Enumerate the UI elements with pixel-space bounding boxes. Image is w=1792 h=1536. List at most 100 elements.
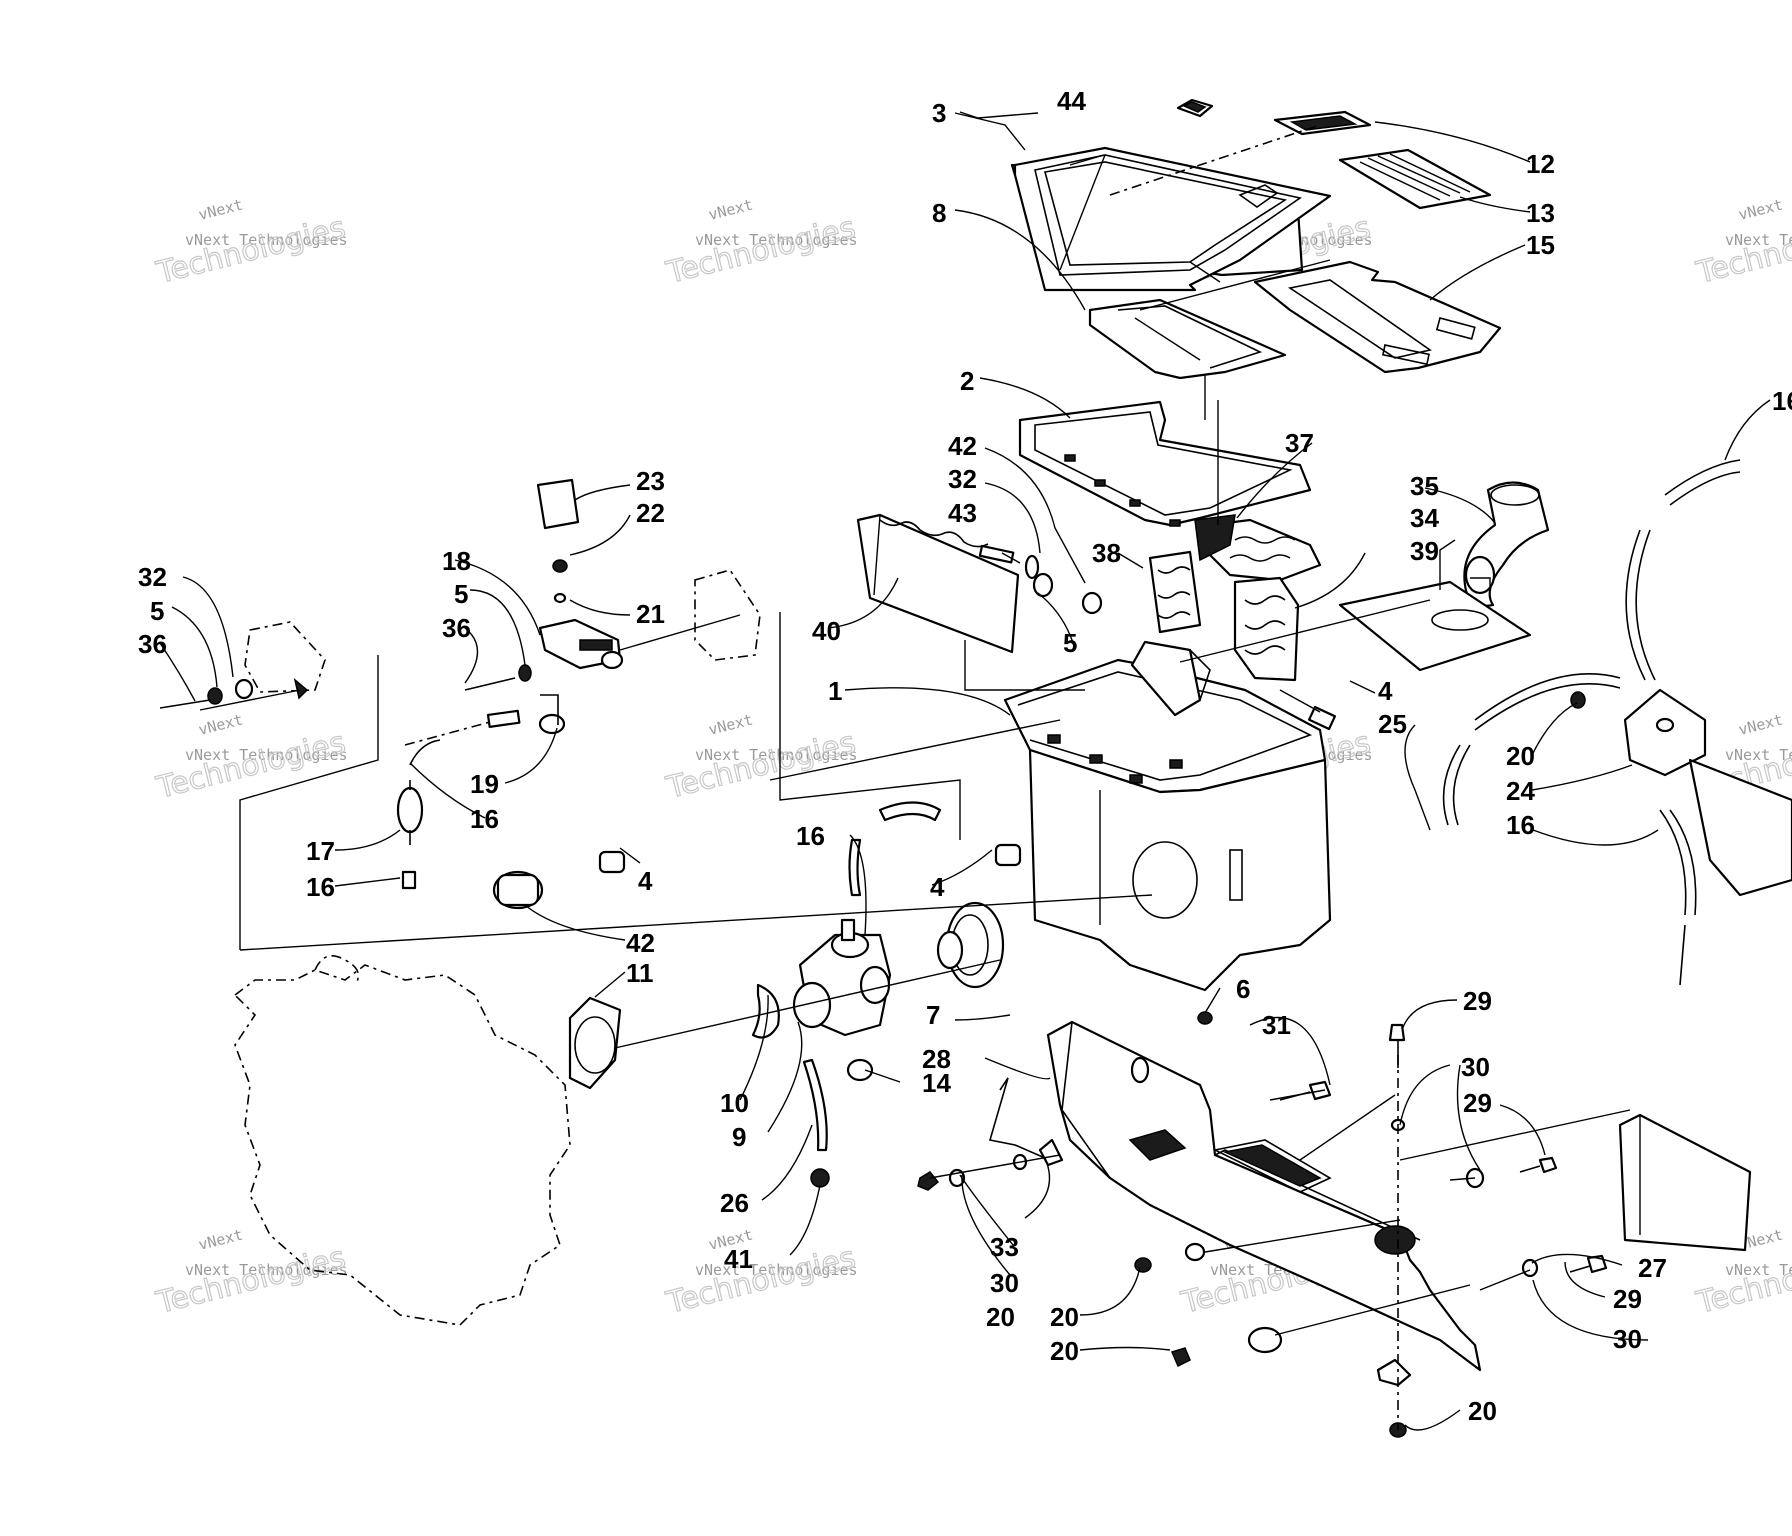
nut-41	[810, 1168, 830, 1188]
hose-16-curve	[848, 838, 862, 897]
hardware-43-32-5	[978, 544, 1103, 615]
svg-text:Technologies: Technologies	[662, 1240, 858, 1321]
callout: 20	[1050, 1336, 1079, 1366]
hose-26	[802, 1058, 828, 1152]
mount-bracket-left	[159, 621, 326, 709]
fuel-pump-24	[1623, 688, 1792, 897]
callout: 4	[930, 872, 945, 902]
reference-lines	[199, 124, 1631, 1430]
callout: 16	[796, 821, 825, 851]
callout: 37	[1285, 428, 1314, 458]
callout: 30	[1461, 1052, 1490, 1082]
airbox-tray-2	[1018, 400, 1312, 527]
hose-16-right-low2	[1669, 809, 1697, 916]
callout: 39	[1410, 536, 1439, 566]
hose-25-c	[1474, 673, 1621, 721]
hose-16-right-low	[1659, 809, 1687, 916]
callout: 43	[948, 498, 977, 528]
callout: 42	[948, 431, 977, 461]
clamp-10	[751, 983, 780, 1039]
spacer-42	[492, 870, 544, 910]
foam-40	[856, 513, 1020, 654]
hose-16-left	[409, 739, 441, 766]
callout: 30	[1613, 1324, 1642, 1354]
svg-text:vNext Technologies: vNext Technologies	[185, 231, 348, 249]
foam-38	[1148, 550, 1202, 634]
engine-outline	[233, 964, 571, 1326]
callout: 31	[1262, 1010, 1291, 1040]
callout: 23	[636, 466, 665, 496]
filter-8	[1088, 298, 1287, 380]
bolt-29a	[1388, 1023, 1406, 1042]
hose-16-small	[401, 870, 417, 890]
watermark: vNext vNext Technologies Technologies	[662, 710, 860, 806]
hose-16-mid	[878, 801, 942, 822]
decal-44-fill	[1182, 101, 1207, 113]
part-14	[846, 1058, 874, 1082]
callout: 20	[1468, 1396, 1497, 1426]
plate-34	[1338, 580, 1532, 672]
washer-20c	[1184, 1242, 1206, 1262]
svg-text:vNext Technologies: vNext Technologies	[1725, 231, 1792, 249]
svg-text:vNext Technologies: vNext Technologies	[695, 1261, 858, 1279]
elbow-35	[1463, 481, 1550, 607]
svg-text:vNext: vNext	[197, 195, 245, 223]
callout: 1	[828, 676, 842, 706]
stud-4	[1307, 705, 1337, 731]
parts	[159, 98, 1792, 1438]
hose-25-f	[1452, 744, 1471, 826]
callout: 35	[1410, 471, 1439, 501]
hose-25-b	[1635, 529, 1656, 681]
airbox-lid-3	[1010, 146, 1332, 292]
svg-text:vNext Technologies: vNext Technologies	[1725, 746, 1792, 764]
svg-text:Technologies: Technologies	[152, 725, 348, 806]
nut-20d	[1170, 1347, 1191, 1368]
callout: 16	[470, 804, 499, 834]
callout: 22	[636, 498, 665, 528]
callout: 44	[1057, 86, 1086, 116]
watermark: vNext vNext Technologies Technologies	[662, 1225, 860, 1321]
block-27	[1618, 1113, 1752, 1252]
hose-25-e	[1442, 744, 1461, 826]
hose-16-right-top2	[1669, 471, 1741, 506]
callout: 21	[636, 599, 665, 629]
decal-12	[1273, 110, 1372, 136]
callout: 2	[960, 366, 974, 396]
watermark: vNext vNext Technologies Technologies	[152, 1225, 350, 1321]
callout: 24	[1506, 776, 1535, 806]
bracket-18	[538, 618, 624, 670]
svg-text:vNext: vNext	[707, 195, 755, 223]
spacer-4a	[598, 850, 626, 874]
callout: 3	[932, 98, 946, 128]
dashed-block	[694, 569, 761, 661]
watermark: vNext vNext Technologies Technologies	[152, 710, 350, 806]
bolt-29c	[1569, 1265, 1591, 1273]
callout: 36	[442, 613, 471, 643]
callout: 29	[1463, 1088, 1492, 1118]
callout: 20	[1506, 741, 1535, 771]
callout: 4	[638, 866, 653, 896]
callout: 40	[812, 616, 841, 646]
hose-25-d	[1474, 683, 1621, 731]
callout: 29	[1613, 1284, 1642, 1314]
hose-16-right-tail	[1679, 924, 1686, 986]
svg-text:Technologies: Technologies	[662, 210, 858, 291]
watermark: vNext vNext Technologies Technologies	[152, 195, 350, 291]
spacer-4b	[994, 843, 1022, 867]
callout: 29	[1463, 986, 1492, 1016]
callout: 17	[306, 836, 335, 866]
foam-37	[1194, 514, 1322, 582]
bracket-33	[988, 1077, 1064, 1171]
nut-22	[552, 559, 568, 573]
callout: 32	[138, 562, 167, 592]
svg-text:vNext Technologies: vNext Technologies	[185, 1261, 348, 1279]
callout: 12	[1526, 149, 1555, 179]
washer-21	[553, 592, 567, 604]
callout: 15	[1526, 230, 1555, 260]
nut-20b	[1134, 1257, 1152, 1273]
callout: 16	[1506, 810, 1535, 840]
decal-13	[1338, 148, 1492, 210]
callout: 10	[720, 1088, 749, 1118]
svg-text:vNext: vNext	[707, 710, 755, 738]
hose-25-a	[1625, 529, 1646, 681]
